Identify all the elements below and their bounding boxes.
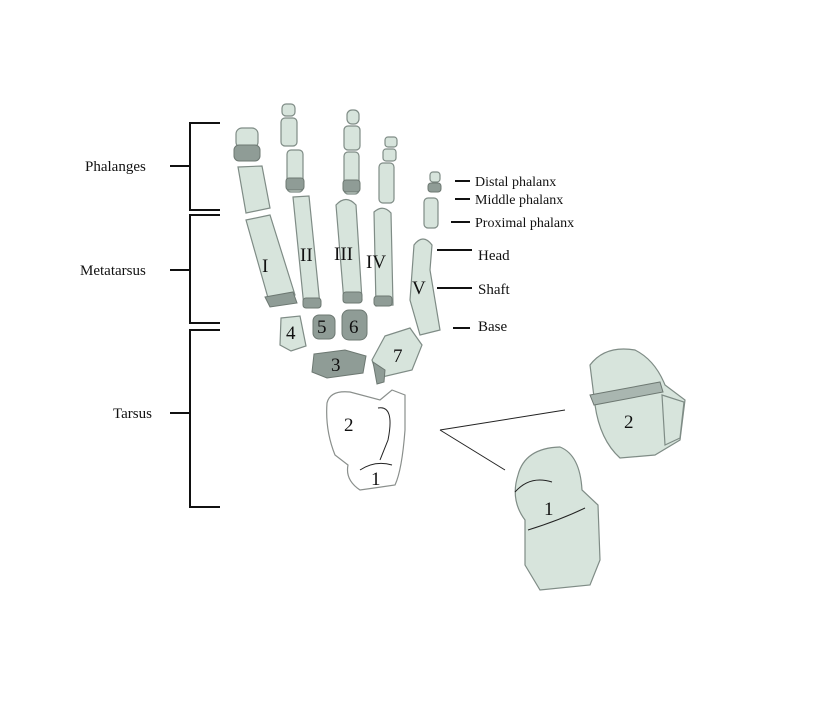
tarsal-7: 7	[393, 346, 403, 367]
label-phalanges: Phalanges	[85, 159, 146, 175]
inset-label-1: 1	[544, 499, 554, 520]
tarsal-bones	[279, 309, 423, 491]
toe-1	[233, 127, 298, 308]
toe-5	[409, 171, 442, 336]
label-middle-phalanx: Middle phalanx	[475, 193, 563, 208]
bracket-tarsus	[170, 329, 220, 508]
toe-2	[280, 103, 322, 309]
tarsal-1: 1	[371, 469, 381, 490]
bracket-phalanges	[170, 122, 220, 211]
label-base: Base	[478, 319, 508, 335]
metatarsal-III: III	[334, 244, 353, 265]
tarsal-2: 2	[344, 415, 354, 436]
label-metatarsus: Metatarsus	[80, 263, 146, 279]
tarsal-4: 4	[286, 323, 296, 344]
metatarsal-V: V	[412, 278, 426, 299]
label-tarsus: Tarsus	[113, 406, 152, 422]
bracket-metatarsus	[170, 214, 220, 324]
label-proximal-phalanx: Proximal phalanx	[475, 216, 574, 231]
toe-4	[373, 136, 398, 307]
inset-bone-1	[514, 446, 601, 591]
inset-bone-2	[589, 348, 686, 459]
label-shaft: Shaft	[478, 282, 510, 298]
metatarsal-IV: IV	[366, 252, 386, 273]
tarsal-6: 6	[349, 317, 359, 338]
label-distal-phalanx: Distal phalanx	[475, 175, 556, 190]
tarsal-5: 5	[317, 317, 327, 338]
inset-pointer-top	[439, 409, 566, 431]
inset-label-2: 2	[624, 412, 634, 433]
metatarsal-I: I	[262, 256, 268, 277]
metatarsal-II: II	[300, 245, 313, 266]
tarsal-3: 3	[331, 355, 341, 376]
part-label-lines	[437, 180, 472, 329]
toe-3	[335, 109, 363, 304]
inset-pointer-bottom	[439, 429, 506, 471]
label-head: Head	[478, 248, 510, 264]
